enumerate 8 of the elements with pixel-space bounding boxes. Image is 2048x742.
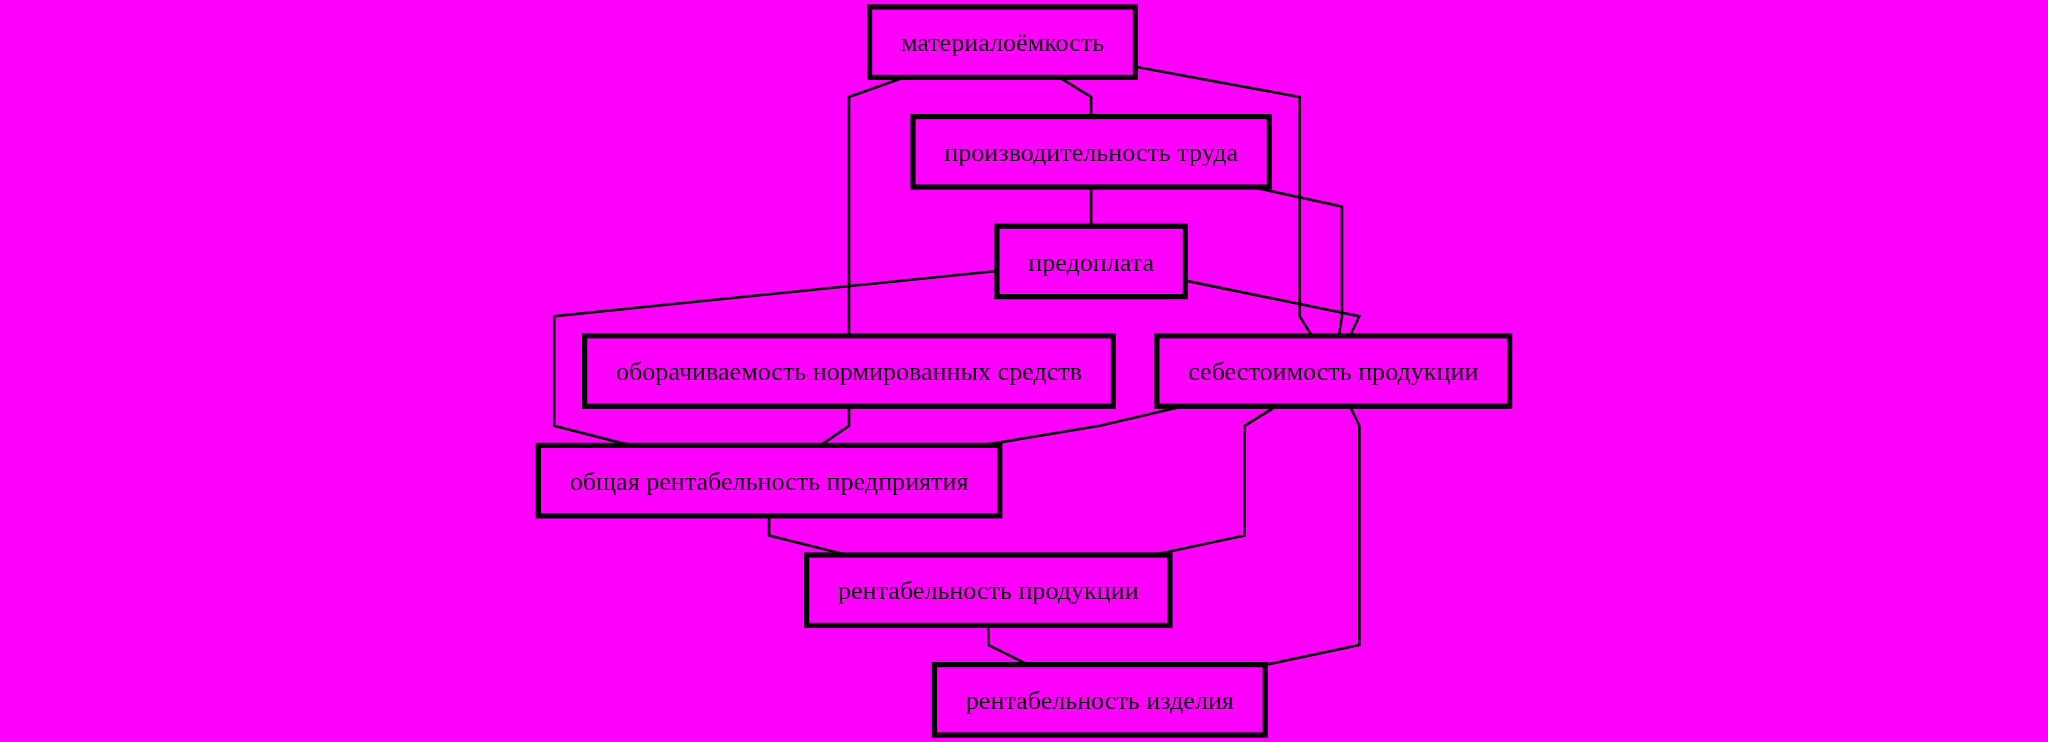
node-box: рентабельность продукции <box>804 552 1173 629</box>
node-box: предоплата <box>994 223 1188 300</box>
node-box: материалоёмкость <box>867 4 1138 81</box>
node-box: оборачиваемость нормированных средств <box>582 333 1116 409</box>
node-box: производительность труда <box>910 113 1272 190</box>
node-box: себестоимость продукции <box>1154 333 1513 409</box>
node-box: рентабельность изделия <box>931 661 1268 738</box>
node-box: общая рентабельность предприятия <box>535 442 1003 519</box>
